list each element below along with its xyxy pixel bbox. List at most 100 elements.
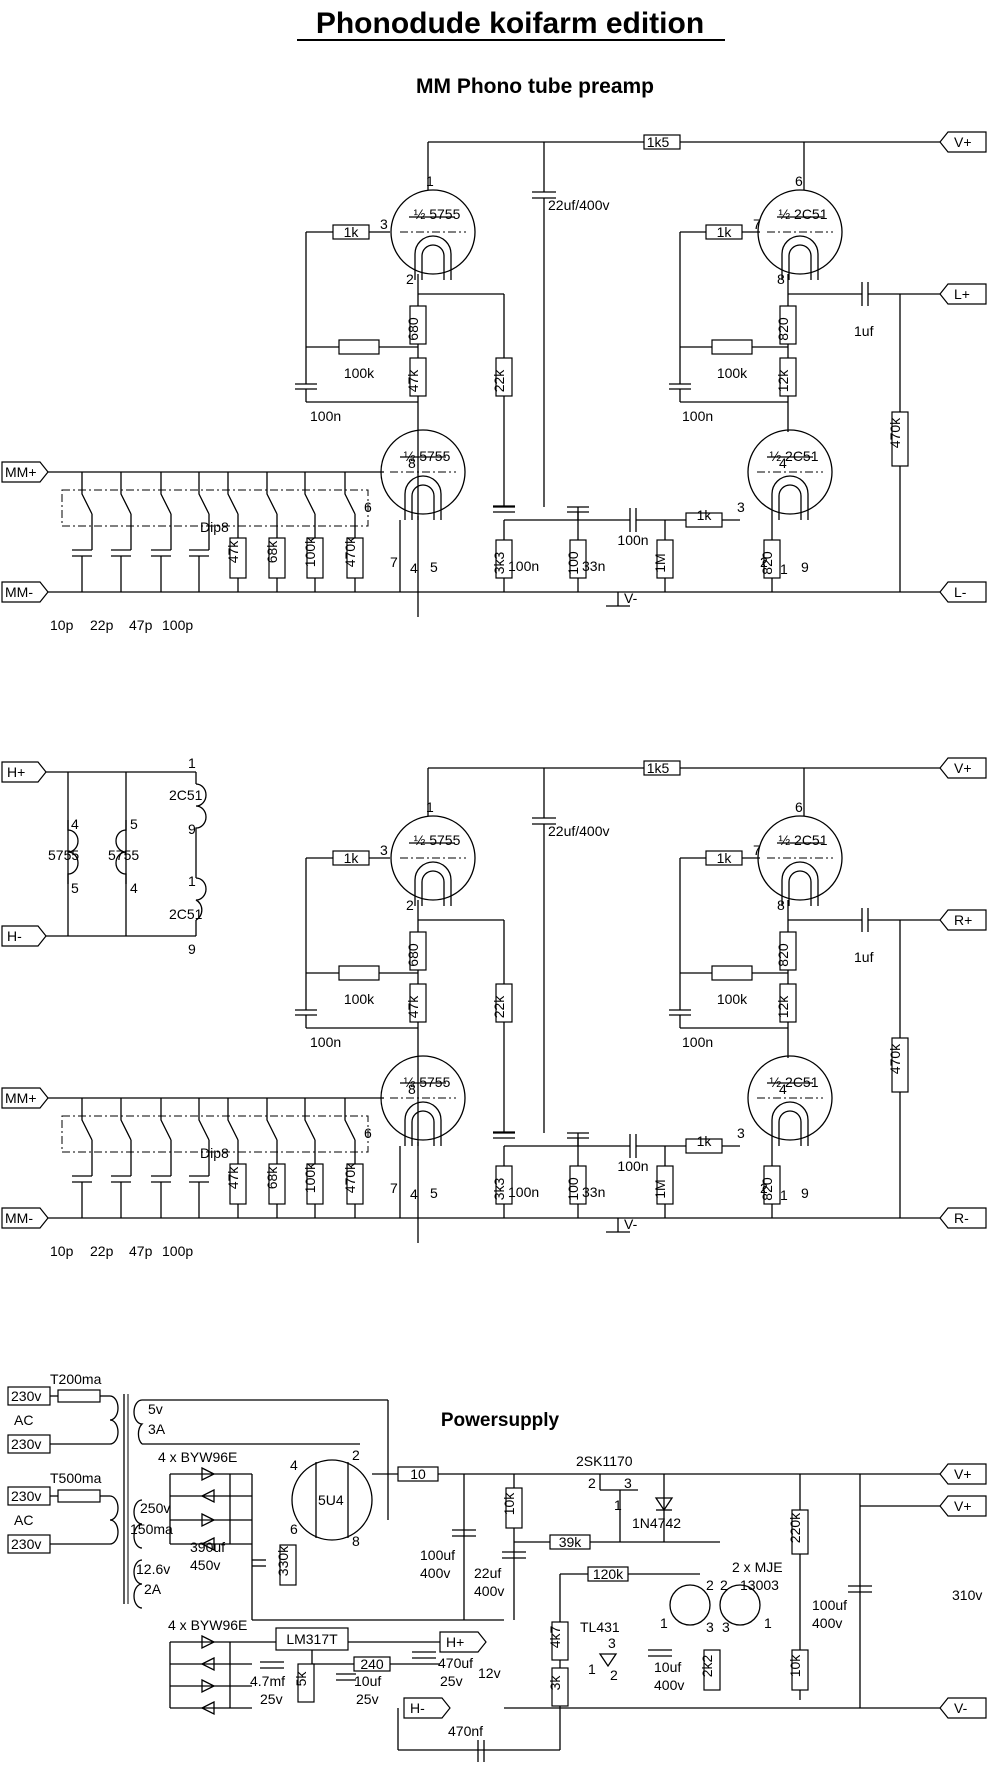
trans-mje: 2 x MJE bbox=[732, 1559, 783, 1575]
r-100k2-left: 100k bbox=[717, 365, 748, 381]
c3-22uf: 22uf bbox=[474, 1565, 501, 1581]
c-100n-left: 100n bbox=[508, 558, 539, 574]
c-470uf-25v: 25v bbox=[440, 1673, 463, 1689]
sec-12v6: 12.6v bbox=[136, 1561, 170, 1577]
zener-1n4742 bbox=[654, 1497, 674, 1512]
r-820b-right: 820 bbox=[759, 1177, 775, 1201]
label-ps-hminus: H- bbox=[410, 1700, 425, 1716]
pin-5u4-8: 8 bbox=[352, 1533, 360, 1549]
c-10uf-400v: 400v bbox=[654, 1677, 684, 1693]
pin6b-right: 6 bbox=[795, 799, 803, 815]
label-r-5k: 5k bbox=[293, 1671, 309, 1687]
mos-pin3: 3 bbox=[624, 1475, 632, 1491]
label-hminus-heater: H- bbox=[7, 928, 22, 944]
port-rplus bbox=[939, 909, 987, 931]
tl431-symbol bbox=[598, 1653, 618, 1668]
port-ps-vminus bbox=[939, 1697, 987, 1719]
r-100k-left: 100k bbox=[344, 365, 375, 381]
r-5k-pot bbox=[297, 1663, 315, 1703]
port-ps-vplus-1 bbox=[939, 1463, 987, 1485]
label-r-120k: 120k bbox=[593, 1566, 624, 1582]
c2-450v: 450v bbox=[190, 1557, 220, 1573]
r-100-right: 100 bbox=[565, 1177, 581, 1201]
cap-22p-left: 22p bbox=[90, 617, 114, 633]
r-4k7 bbox=[551, 1621, 569, 1661]
c2-390uf: 390uf bbox=[190, 1539, 225, 1555]
port-lplus bbox=[939, 283, 987, 305]
ac-label-2: AC bbox=[14, 1512, 33, 1528]
heater-pin9b: 9 bbox=[188, 941, 196, 957]
r-1k-grid-left: 1k bbox=[344, 224, 360, 240]
label-r-240: 240 bbox=[360, 1656, 384, 1672]
c-10uf-lv-25v: 25v bbox=[356, 1691, 379, 1707]
port-ps-hminus bbox=[403, 1697, 451, 1719]
pin1-left: 1 bbox=[426, 173, 434, 189]
pin5-left: 5 bbox=[430, 559, 438, 575]
pin-5u4-6: 6 bbox=[290, 1521, 298, 1537]
tube-2c51-b-right: ½ 2C51 bbox=[769, 1074, 818, 1090]
c-10uf-lv: 10uf bbox=[354, 1673, 381, 1689]
diode-lv-4 bbox=[200, 1700, 215, 1716]
tube-5755-a-left: ½ 5755 bbox=[414, 206, 461, 222]
diode-hv-3 bbox=[201, 1512, 216, 1528]
r-680-right: 680 bbox=[405, 943, 421, 967]
pin9b-left: 9 bbox=[801, 559, 809, 575]
page-subtitle: MM Phono tube preamp bbox=[416, 75, 654, 98]
port-mm-minus-left bbox=[1, 581, 49, 603]
fuse-t200ma: T200ma bbox=[50, 1371, 102, 1387]
c3-400v: 400v bbox=[474, 1583, 504, 1599]
fuse-1 bbox=[57, 1389, 101, 1403]
r-3k3-left: 3k3 bbox=[491, 552, 507, 575]
diode-lv-2 bbox=[200, 1656, 215, 1672]
pin2b-right: 2 bbox=[760, 1180, 768, 1196]
label-1n4742: 1N4742 bbox=[632, 1515, 681, 1531]
tr-pin3b: 3 bbox=[722, 1619, 730, 1635]
tr-pin1a: 1 bbox=[660, 1615, 668, 1631]
c1-400v: 400v bbox=[420, 1565, 450, 1581]
pin6-left: 6 bbox=[364, 499, 372, 515]
pin3-right: 3 bbox=[380, 842, 388, 858]
c-100n-right: 100n bbox=[508, 1184, 539, 1200]
diode-lv-1 bbox=[201, 1634, 216, 1650]
sec-3a: 3A bbox=[148, 1421, 166, 1437]
diodes-hv: 4 x BYW96E bbox=[158, 1449, 237, 1465]
pin7b-left: 7 bbox=[753, 216, 761, 232]
pin1b-left: 1 bbox=[780, 561, 788, 577]
r-1k-grid-right: 1k bbox=[344, 850, 360, 866]
tube-2c51-a-right: ½ 2C51 bbox=[778, 832, 827, 848]
c-470uf: 470uf bbox=[438, 1655, 473, 1671]
pin3b-left: 3 bbox=[737, 499, 745, 515]
label-r-10k-pot: 10k bbox=[787, 1654, 803, 1678]
c-10uf: 10uf bbox=[654, 1659, 681, 1675]
pin7-right: 7 bbox=[390, 1180, 398, 1196]
heater-pin5a: 5 bbox=[130, 816, 138, 832]
pin8b-right: 8 bbox=[777, 897, 785, 913]
sec-150ma: 150ma bbox=[130, 1521, 173, 1537]
res-470k-load-left: 470k bbox=[342, 536, 358, 567]
tl-pin1: 1 bbox=[588, 1661, 596, 1677]
trans-13003: 13003 bbox=[740, 1577, 779, 1593]
r-1k-grid2-left: 1k bbox=[717, 224, 733, 240]
c-22uf-left: 22uf/400v bbox=[548, 197, 610, 213]
pin7-left: 7 bbox=[390, 554, 398, 570]
power-supply: Powersupply 230v 230v AC 230v 230v AC T2… bbox=[7, 1371, 987, 1762]
heater-5755-a: 5755 bbox=[48, 847, 79, 863]
mos-pin1: 1 bbox=[614, 1497, 622, 1513]
r-820-right: 820 bbox=[775, 943, 791, 967]
port-mm-plus-left bbox=[1, 461, 49, 483]
diode-hv-4 bbox=[200, 1536, 215, 1552]
r-240 bbox=[353, 1656, 391, 1672]
label-vplus-right: V+ bbox=[954, 760, 972, 776]
powersupply-title: Powersupply bbox=[441, 1410, 560, 1431]
r-470k-right: 470k bbox=[887, 1043, 903, 1074]
c-4-7mf: 4.7mf bbox=[250, 1673, 285, 1689]
pin2b-left: 2 bbox=[760, 554, 768, 570]
r-22k-right: 22k bbox=[491, 995, 507, 1019]
res-470k-load-right: 470k bbox=[342, 1162, 358, 1193]
res-47k-load-right: 47k bbox=[225, 1166, 241, 1190]
label-ps-vplus-2: V+ bbox=[954, 1498, 972, 1514]
port-mm-minus-right bbox=[1, 1207, 49, 1229]
diode-hv-2 bbox=[200, 1488, 215, 1504]
r-1k5-right: 1k5 bbox=[647, 760, 670, 776]
label-mm-minus-left: MM- bbox=[5, 584, 33, 600]
